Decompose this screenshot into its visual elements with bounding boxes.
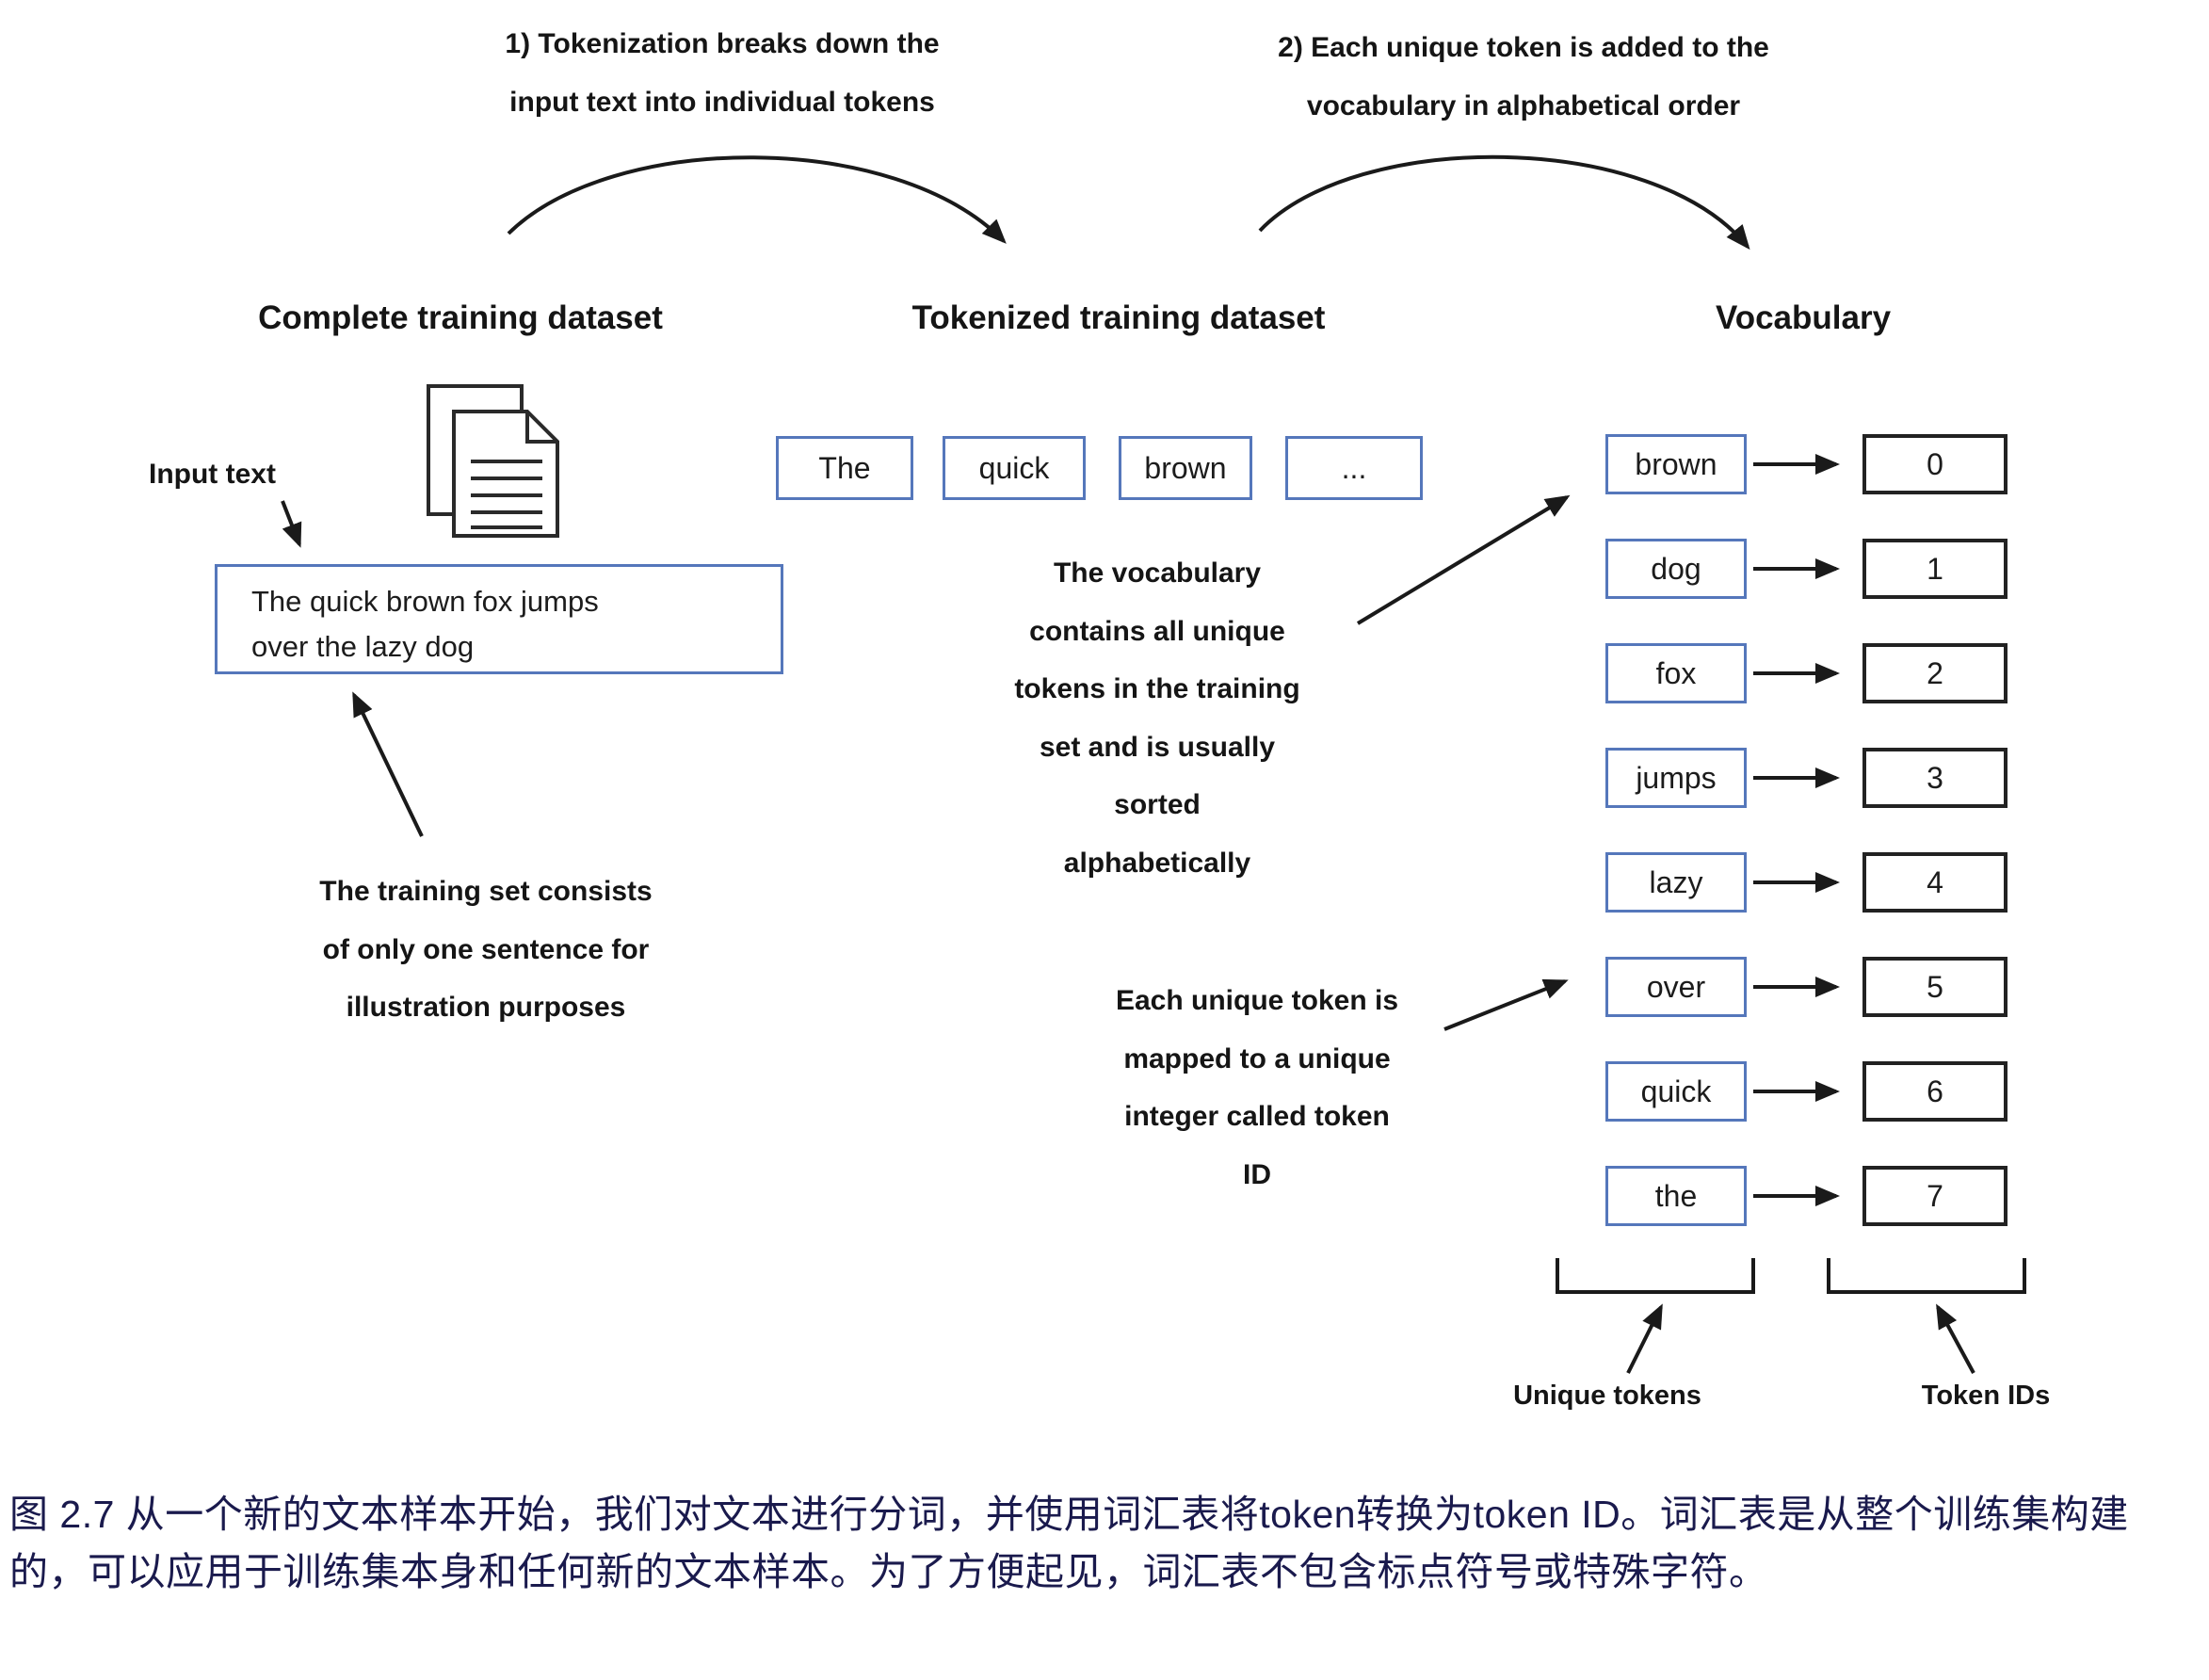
vocab-id-6: 6 — [1862, 1061, 2007, 1122]
vocab-token-dog: dog — [1605, 539, 1747, 599]
token-box-the: The — [776, 436, 913, 500]
step1-annotation: 1) Tokenization breaks down the input te… — [505, 28, 940, 118]
vocabulary-note: The vocabulary contains all unique token… — [1014, 557, 1300, 879]
token-ids-label: Token IDs — [1921, 1381, 2051, 1411]
tokenization-arrow — [507, 155, 1007, 244]
unique-tokens-bracket — [1556, 1258, 1755, 1294]
vocab-token-lazy: lazy — [1605, 852, 1747, 913]
token-ids-bracket — [1827, 1258, 2026, 1294]
vocab-token-jumps: jumps — [1605, 748, 1747, 808]
token-ids-pointer-arrow — [1936, 1303, 1975, 1374]
vocabulary-arrow — [1258, 154, 1750, 250]
input-text-box: The quick brown fox jumps over the lazy … — [215, 564, 783, 674]
vocab-id-3: 3 — [1862, 748, 2007, 808]
vocab-token-brown: brown — [1605, 434, 1747, 494]
vocab-token-over: over — [1605, 957, 1747, 1017]
training-note-pointer-arrow — [352, 691, 424, 837]
vocab-id-7: 7 — [1862, 1166, 2007, 1226]
vocab-id-2: 2 — [1862, 643, 2007, 703]
document-icon — [427, 384, 559, 538]
vocab-id-1: 1 — [1862, 539, 2007, 599]
token-box-quick: quick — [943, 436, 1086, 500]
unique-tokens-pointer-arrow — [1626, 1303, 1663, 1374]
unique-tokens-label: Unique tokens — [1513, 1381, 1701, 1411]
heading-complete-training-dataset: Complete training dataset — [258, 299, 663, 336]
token-box-ellipsis: ... — [1285, 436, 1423, 500]
heading-tokenized-training-dataset: Tokenized training dataset — [911, 299, 1326, 336]
vocab-token-the: the — [1605, 1166, 1747, 1226]
vocab-note-pointer-arrow — [1356, 494, 1571, 625]
token-box-brown: brown — [1119, 436, 1252, 500]
vocab-id-0: 0 — [1862, 434, 2007, 494]
input-text-label: Input text — [149, 459, 276, 490]
training-set-note: The training set consists of only one se… — [319, 876, 653, 1023]
vocab-id-4: 4 — [1862, 852, 2007, 913]
token-id-note-pointer-arrow — [1443, 978, 1569, 1031]
heading-vocabulary: Vocabulary — [1715, 299, 1892, 336]
vocab-token-fox: fox — [1605, 643, 1747, 703]
figure-caption: 图 2.7 从一个新的文本样本开始，我们对文本进行分词，并使用词汇表将token… — [9, 1493, 2129, 1593]
vocab-id-5: 5 — [1862, 957, 2007, 1017]
token-id-note: Each unique token is mapped to a unique … — [1115, 985, 1399, 1190]
step2-annotation: 2) Each unique token is added to the voc… — [1278, 32, 1769, 121]
input-text-pointer-arrow — [281, 500, 302, 548]
vocab-token-quick: quick — [1605, 1061, 1747, 1122]
